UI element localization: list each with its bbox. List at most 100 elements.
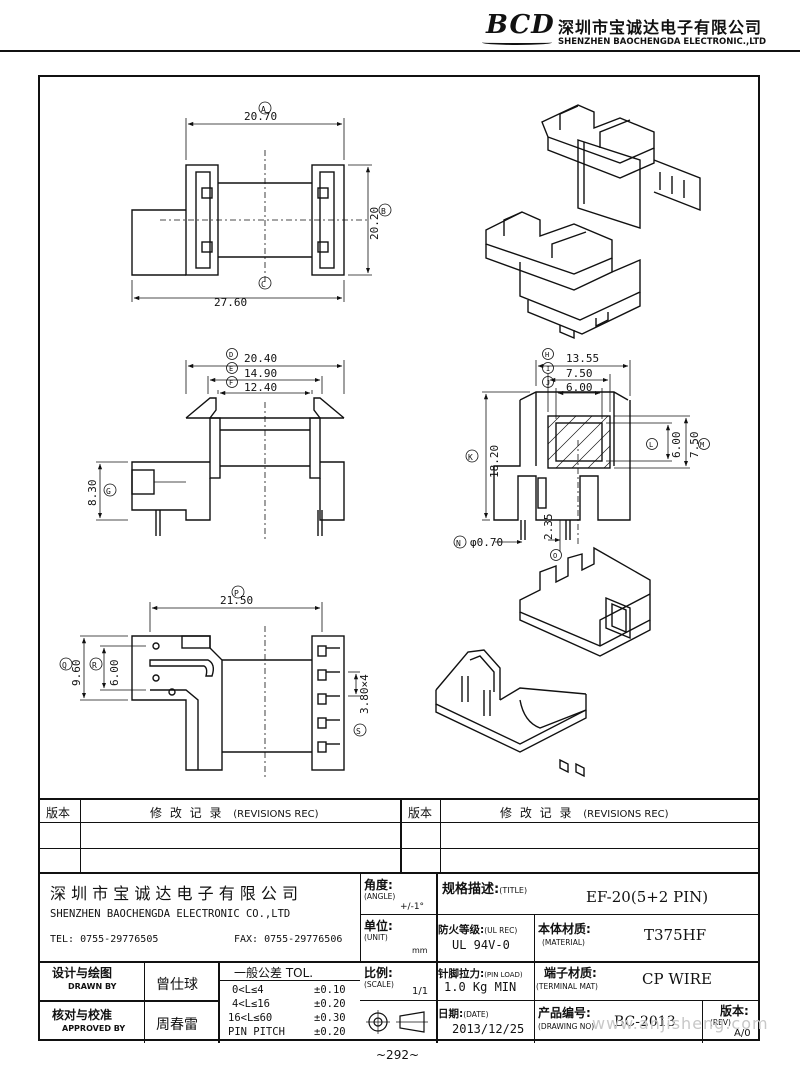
revision-table: 版本 修 改 记 录 (REVISIONS REC) 版本 修 改 记 录 (R… xyxy=(38,798,760,874)
tol-value: ±0.20 xyxy=(314,998,346,1010)
dim-r-label: R xyxy=(92,661,97,670)
tb-ul-val: UL 94V-0 xyxy=(452,938,510,952)
dim-a-text: 20.70 xyxy=(244,110,277,123)
dim-b-text: 20.20 xyxy=(368,207,381,240)
tol-row: 16<L≤60 ±0.30 xyxy=(228,1012,358,1024)
dim-h-label: H xyxy=(545,351,549,359)
dim-o-label: O xyxy=(553,552,557,560)
tb-line xyxy=(436,914,760,915)
tb-title-label: 规格描述:(TITLE) xyxy=(442,878,527,897)
rev-record-cn: 修 改 记 录 xyxy=(150,806,224,820)
rev-record-en-2: (REVISIONS REC) xyxy=(583,809,669,820)
logo-swoosh xyxy=(482,40,552,45)
dim-g-label: G xyxy=(106,487,111,496)
dim-f-label: F xyxy=(229,379,233,387)
drawing-frame xyxy=(38,75,760,1041)
tb-line xyxy=(360,1000,436,1001)
tol-range: 4<L≤16 xyxy=(232,998,270,1010)
tb-terminal-en: (TERMINAL MAT) xyxy=(536,982,598,991)
dim-j-label: J xyxy=(546,379,550,387)
tb-pinload-val: 1.0 Kg MIN xyxy=(444,980,517,994)
tb-ul-en: (UL REC) xyxy=(484,926,518,935)
dim-g-text: 8.30 xyxy=(86,480,99,507)
end-view xyxy=(453,348,710,561)
tb-line xyxy=(360,914,436,915)
tb-terminal-cn: 端子材质: xyxy=(544,966,597,980)
header: BCD 深圳市宝诚达电子有限公司 SHENZHEN BAOCHENGDA ELE… xyxy=(0,0,800,70)
dim-m-label: M xyxy=(700,441,704,449)
header-rule xyxy=(0,50,800,52)
rev-record-en: (REVISIONS REC) xyxy=(233,809,319,820)
tol-row: PIN PITCH ±0.20 xyxy=(228,1026,358,1038)
tb-drawno-val: BC-2013 xyxy=(614,1014,676,1030)
dim-q-label: Q xyxy=(62,661,67,670)
tb-drawn-val: 曾仕球 xyxy=(156,977,198,993)
technical-drawing: 20.70 A 20.20 B 27.60 C 20.40 D 14.90 E … xyxy=(59,101,710,780)
tb-title-en: (TITLE) xyxy=(499,886,528,895)
tb-scale-en: (SCALE) xyxy=(364,980,394,989)
rev-divider xyxy=(80,800,81,874)
tb-tol-title: 一般公差 TOL. xyxy=(234,966,314,980)
tol-range: PIN PITCH xyxy=(228,1026,285,1038)
tol-value: ±0.10 xyxy=(314,984,346,996)
tb-scale-cn: 比例: xyxy=(364,966,393,980)
rev-version-header: 版本 xyxy=(46,806,71,820)
tb-company-cn: 深 圳 市 宝 诚 达 电 子 有 限 公 司 xyxy=(50,884,298,903)
dim-j-text: 6.00 xyxy=(566,381,593,394)
tol-range: 16<L≤60 xyxy=(228,1012,273,1024)
tb-line xyxy=(436,874,438,1043)
rev-record-header-2: 修 改 记 录 (REVISIONS REC) xyxy=(500,804,669,821)
tb-unit-cn: 单位: xyxy=(364,919,393,933)
title-block: 深 圳 市 宝 诚 达 电 子 有 限 公 司 SHENZHEN BAOCHEN… xyxy=(38,872,760,1043)
tb-drawno-en: (DRAWING NO) xyxy=(538,1022,595,1031)
tb-ul-cn: 防火等级: xyxy=(438,924,485,936)
header-company-en: SHENZHEN BAOCHENGDA ELECTRONIC.,LTD xyxy=(558,37,767,47)
dim-o-text: 2.35 xyxy=(542,514,555,541)
dim-e-label: E xyxy=(229,365,233,373)
dim-n-text: φ0.70 xyxy=(470,536,503,549)
dim-n-label: N xyxy=(456,539,461,548)
tb-drawn-en: DRAWN BY xyxy=(68,982,117,991)
tb-angle-en: (ANGLE) xyxy=(364,892,396,901)
tb-angle-cn: 角度: xyxy=(364,878,393,892)
tb-unit-val: mm xyxy=(412,946,428,955)
dim-p-text: 21.50 xyxy=(220,594,253,607)
tb-approved-cn: 核对与校准 xyxy=(52,1008,113,1022)
company-logo: BCD xyxy=(486,10,555,40)
tb-unit-en: (UNIT) xyxy=(364,933,388,942)
tb-material-cn: 本体材质: xyxy=(538,922,591,936)
tb-material-val: T375HF xyxy=(644,926,707,944)
tb-line xyxy=(218,980,360,981)
tb-material-en: (MATERIAL) xyxy=(542,938,585,947)
bottom-view xyxy=(59,585,367,780)
dim-c-text: 27.60 xyxy=(214,296,247,309)
dim-i-label: I xyxy=(546,365,550,373)
tb-line xyxy=(38,1000,218,1002)
tb-pinload-en: (PIN LOAD) xyxy=(484,971,523,979)
tb-date-val: 2013/12/25 xyxy=(452,1022,525,1036)
dim-k-text: 18.20 xyxy=(488,445,501,478)
tb-line xyxy=(38,961,760,963)
dim-c-label: C xyxy=(261,280,266,289)
tol-row: 4<L≤16 ±0.20 xyxy=(232,998,358,1010)
dim-d-text: 20.40 xyxy=(244,352,277,365)
tol-value: ±0.30 xyxy=(314,1012,346,1024)
tb-approved-val: 周春雷 xyxy=(156,1017,198,1033)
rev-record-header: 修 改 记 录 (REVISIONS REC) xyxy=(150,804,319,821)
tb-drawn-cn: 设计与绘图 xyxy=(52,966,113,980)
tb-approved-en: APPROVED BY xyxy=(62,1024,126,1033)
side-view xyxy=(96,348,345,540)
projection-symbol-icon xyxy=(366,1010,428,1034)
dim-l-label: L xyxy=(649,441,653,449)
dim-f-text: 12.40 xyxy=(244,381,277,394)
tb-line xyxy=(702,1000,703,1043)
dim-b-label: B xyxy=(381,207,386,216)
rev-record-cn-2: 修 改 记 录 xyxy=(500,806,574,820)
tb-line xyxy=(534,914,535,1043)
tb-line xyxy=(360,874,361,961)
tb-line xyxy=(218,961,220,1043)
dim-r-text: 6.00 xyxy=(108,660,121,687)
tb-fax: FAX: 0755-29776506 xyxy=(234,934,343,945)
tol-value: ±0.20 xyxy=(314,1026,346,1038)
tb-ul-label: 防火等级:(UL REC) xyxy=(438,918,517,937)
